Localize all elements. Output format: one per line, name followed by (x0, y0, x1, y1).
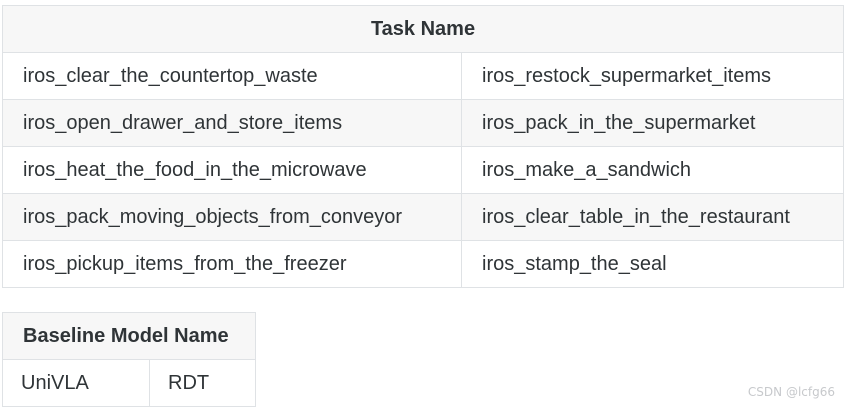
task-cell: iros_clear_table_in_the_restaurant (460, 193, 845, 241)
task-cell: iros_clear_the_countertop_waste (2, 52, 462, 100)
task-cell: iros_open_drawer_and_store_items (2, 99, 462, 147)
task-table-header-row: Task Name (1, 5, 845, 53)
baseline-model-table: Baseline Model Name UniVLA RDT (2, 312, 256, 407)
baseline-table-header-row: Baseline Model Name (2, 312, 256, 360)
task-cell: iros_heat_the_food_in_the_microwave (2, 146, 462, 194)
table-row: UniVLA RDT (2, 359, 256, 407)
task-name-table: Task Name iros_clear_the_countertop_wast… (1, 5, 845, 288)
task-cell: iros_restock_supermarket_items (460, 52, 845, 100)
task-cell: iros_pack_in_the_supermarket (460, 99, 845, 147)
task-cell: iros_pack_moving_objects_from_conveyor (2, 193, 462, 241)
model-cell: UniVLA (2, 359, 150, 407)
model-cell: RDT (149, 359, 256, 407)
table-row: iros_pickup_items_from_the_freezer iros_… (2, 240, 845, 288)
table-row: iros_open_drawer_and_store_items iros_pa… (2, 99, 845, 147)
task-cell: iros_make_a_sandwich (460, 146, 845, 194)
task-cell: iros_pickup_items_from_the_freezer (2, 240, 462, 288)
table-row: iros_pack_moving_objects_from_conveyor i… (2, 193, 845, 241)
table-row: iros_clear_the_countertop_waste iros_res… (2, 52, 845, 100)
table-row: iros_heat_the_food_in_the_microwave iros… (2, 146, 845, 194)
baseline-model-header: Baseline Model Name (2, 312, 256, 360)
task-cell: iros_stamp_the_seal (460, 240, 845, 288)
task-name-header: Task Name (1, 5, 845, 53)
csdn-watermark: CSDN @lcfg66 (747, 385, 835, 399)
